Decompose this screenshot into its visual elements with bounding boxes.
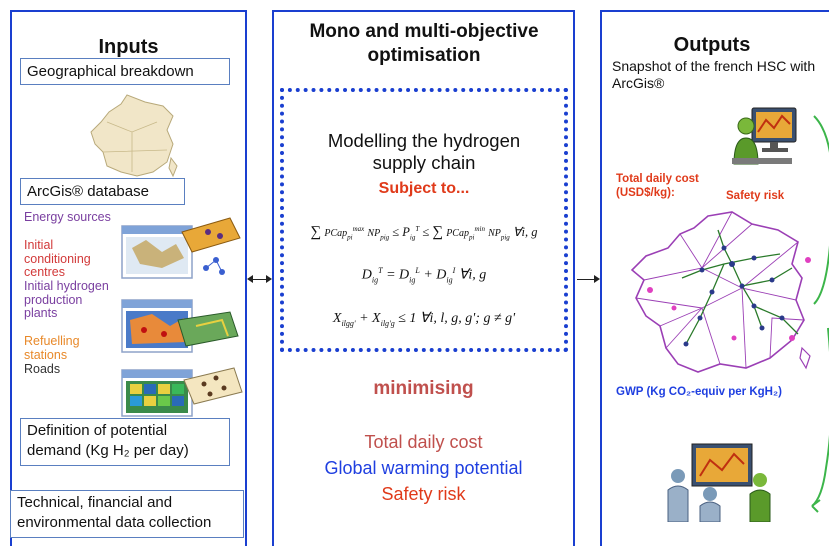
geo-breakdown-box: Geographical breakdown <box>20 58 230 85</box>
outputs-title: Outputs <box>673 34 751 56</box>
objective-safety-risk: Safety risk <box>381 484 466 504</box>
layer-energy-sources: Energy sources <box>24 210 111 224</box>
optimisation-title: Mono and multi-objective optimisation <box>309 21 539 66</box>
analyst-computer-icon <box>732 107 797 165</box>
arrowhead-left <box>247 275 253 283</box>
snapshot-text: Snapshot of the french HSC with ArcGis® <box>612 58 816 91</box>
equation-3: Xilgg' + Xilg'g ≤ 1 ∀i, l, g, g'; g ≠ g' <box>332 311 516 328</box>
safety-risk-label: Safety risk <box>726 190 785 202</box>
minimising-text: minimising <box>373 378 474 399</box>
equation-2: DigT = DigL + DigI ∀i, g <box>361 266 487 285</box>
demand-definition-box: Definition of potential demand (Kg H₂ pe… <box>20 418 230 466</box>
layer-conditioning-centres: Initial conditioning centres <box>24 238 91 279</box>
layer-production-plants: Initial hydrogen production plants <box>24 279 109 320</box>
inputs-panel: Inputs Geographical breakdown ArcGis® da… <box>10 10 247 546</box>
total-cost-label: Total daily cost (USD$/kg): <box>616 173 699 199</box>
objective-total-cost: Total daily cost <box>364 432 483 452</box>
france-network-map <box>630 211 811 373</box>
arrow-optimisation-outputs <box>577 279 595 280</box>
layer-refuelling-stations: Refuelling stations <box>24 334 80 362</box>
modelling-text: Modelling the hydrogen supply chain <box>327 130 521 173</box>
outputs-panel: Outputs Snapshot of the french HSC with … <box>600 10 829 546</box>
subject-to-text: Subject to... <box>378 180 470 197</box>
layer-roads: Roads <box>24 362 61 376</box>
equation-1: ∑ PCappimax NPpig ≤ PigT ≤ ∑ PCappimin N… <box>310 224 538 242</box>
layer-list: Energy sources Initial conditioning cent… <box>24 210 114 377</box>
presentation-team-icon <box>667 443 771 522</box>
france-map-small <box>90 94 178 178</box>
arrow-inputs-optimisation <box>250 279 269 280</box>
objective-gwp: Global warming potential <box>324 458 523 478</box>
green-brackets <box>811 115 829 513</box>
gwp-label: GWP (Kg CO₂-equiv per KgH₂) <box>616 386 782 398</box>
arrowhead-outputs <box>594 275 600 283</box>
inputs-title: Inputs <box>98 36 159 58</box>
data-collection-box: Technical, financial and environmental d… <box>10 490 244 538</box>
optimisation-panel: Mono and multi-objective optimisation Mo… <box>272 10 575 546</box>
model-dotted-box: Modelling the hydrogen supply chain Subj… <box>280 88 568 352</box>
arcgis-database-box: ArcGis® database <box>20 178 185 205</box>
arrowhead-right <box>266 275 272 283</box>
gis-layers-illustration <box>121 217 243 417</box>
